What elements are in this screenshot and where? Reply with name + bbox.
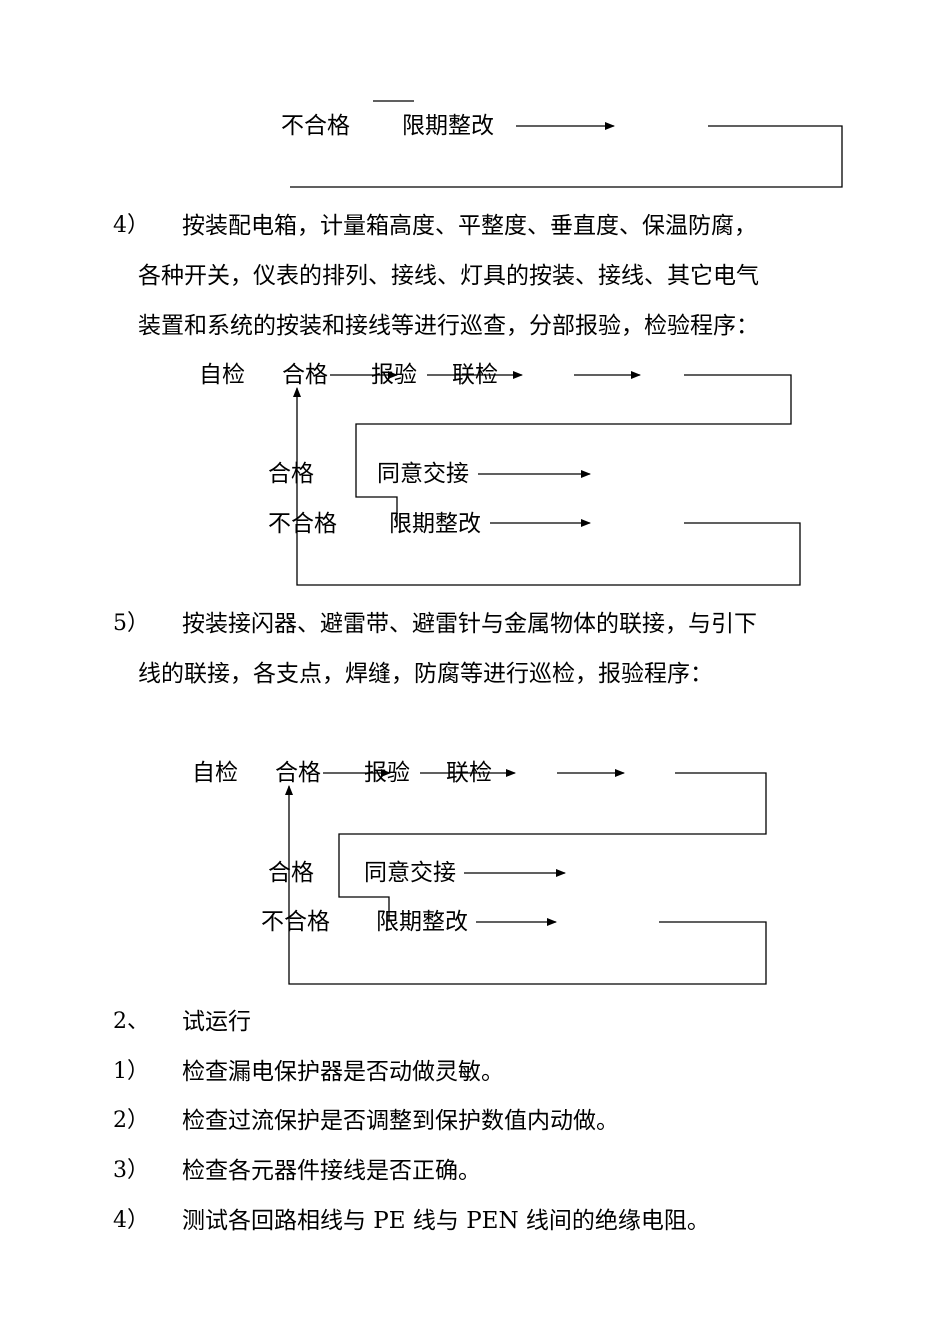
flow-a-self-check: 自检 (199, 362, 245, 388)
flow-a-loop-back-line (293, 387, 801, 586)
flow-b-rectify: 限期整改 (376, 909, 468, 935)
trial-item-4-number: 4） (113, 1208, 149, 1233)
trial-item-1-text: 检查漏电保护器是否动做灵敏。 (182, 1059, 504, 1085)
flow-b-loop-back-line (285, 785, 767, 985)
flow-a-fail: 不合格 (268, 511, 337, 537)
flow-a-pass-2: 合格 (268, 461, 314, 487)
item-4-line-1: 按装配电箱，计量箱高度、平整度、垂直度、保温防腐， (182, 213, 757, 239)
item-4-number: 4） (113, 213, 149, 238)
flow-top-fail-label: 不合格 (281, 113, 350, 139)
trial-item-3-number: 3） (113, 1158, 149, 1183)
trial-item-2-number: 2） (113, 1108, 149, 1133)
flow-b-pass-1: 合格 (275, 760, 321, 786)
section-2-title: 试运行 (182, 1009, 251, 1035)
item-4-line-2: 各种开关，仪表的排列、接线、灯具的按装、接线、其它电气 (138, 263, 759, 289)
flow-b-fail: 不合格 (261, 909, 330, 935)
flow-a-pass-1: 合格 (282, 362, 328, 388)
flow-a-branch-line (355, 374, 792, 523)
flow-b-branch-line (338, 772, 767, 922)
flow-b-handover: 同意交接 (364, 860, 456, 886)
flow-b-pass-2: 合格 (268, 860, 314, 886)
flow-top-rectify-label: 限期整改 (402, 113, 494, 139)
trial-item-4-text: 测试各回路相线与 PE 线与 PEN 线间的绝缘电阻。 (182, 1208, 710, 1234)
trial-item-1-number: 1） (113, 1059, 149, 1084)
item-4-line-3: 装置和系统的按装和接线等进行巡查，分部报验，检验程序： (138, 313, 759, 339)
trial-item-2-text: 检查过流保护是否调整到保护数值内动做。 (182, 1108, 619, 1134)
flow-top-return-line (290, 125, 843, 188)
flow-a-rectify: 限期整改 (389, 511, 481, 537)
item-5-line-1: 按装接闪器、避雷带、避雷针与金属物体的联接，与引下 (182, 611, 757, 637)
item-5-line-2: 线的联接，各支点，焊缝，防腐等进行巡检，报验程序： (138, 661, 713, 687)
section-2-number: 2、 (113, 1009, 149, 1034)
flow-a-handover: 同意交接 (377, 461, 469, 487)
trial-item-3-text: 检查各元器件接线是否正确。 (182, 1158, 481, 1184)
item-5-number: 5） (113, 611, 149, 636)
flow-b-self-check: 自检 (192, 760, 238, 786)
